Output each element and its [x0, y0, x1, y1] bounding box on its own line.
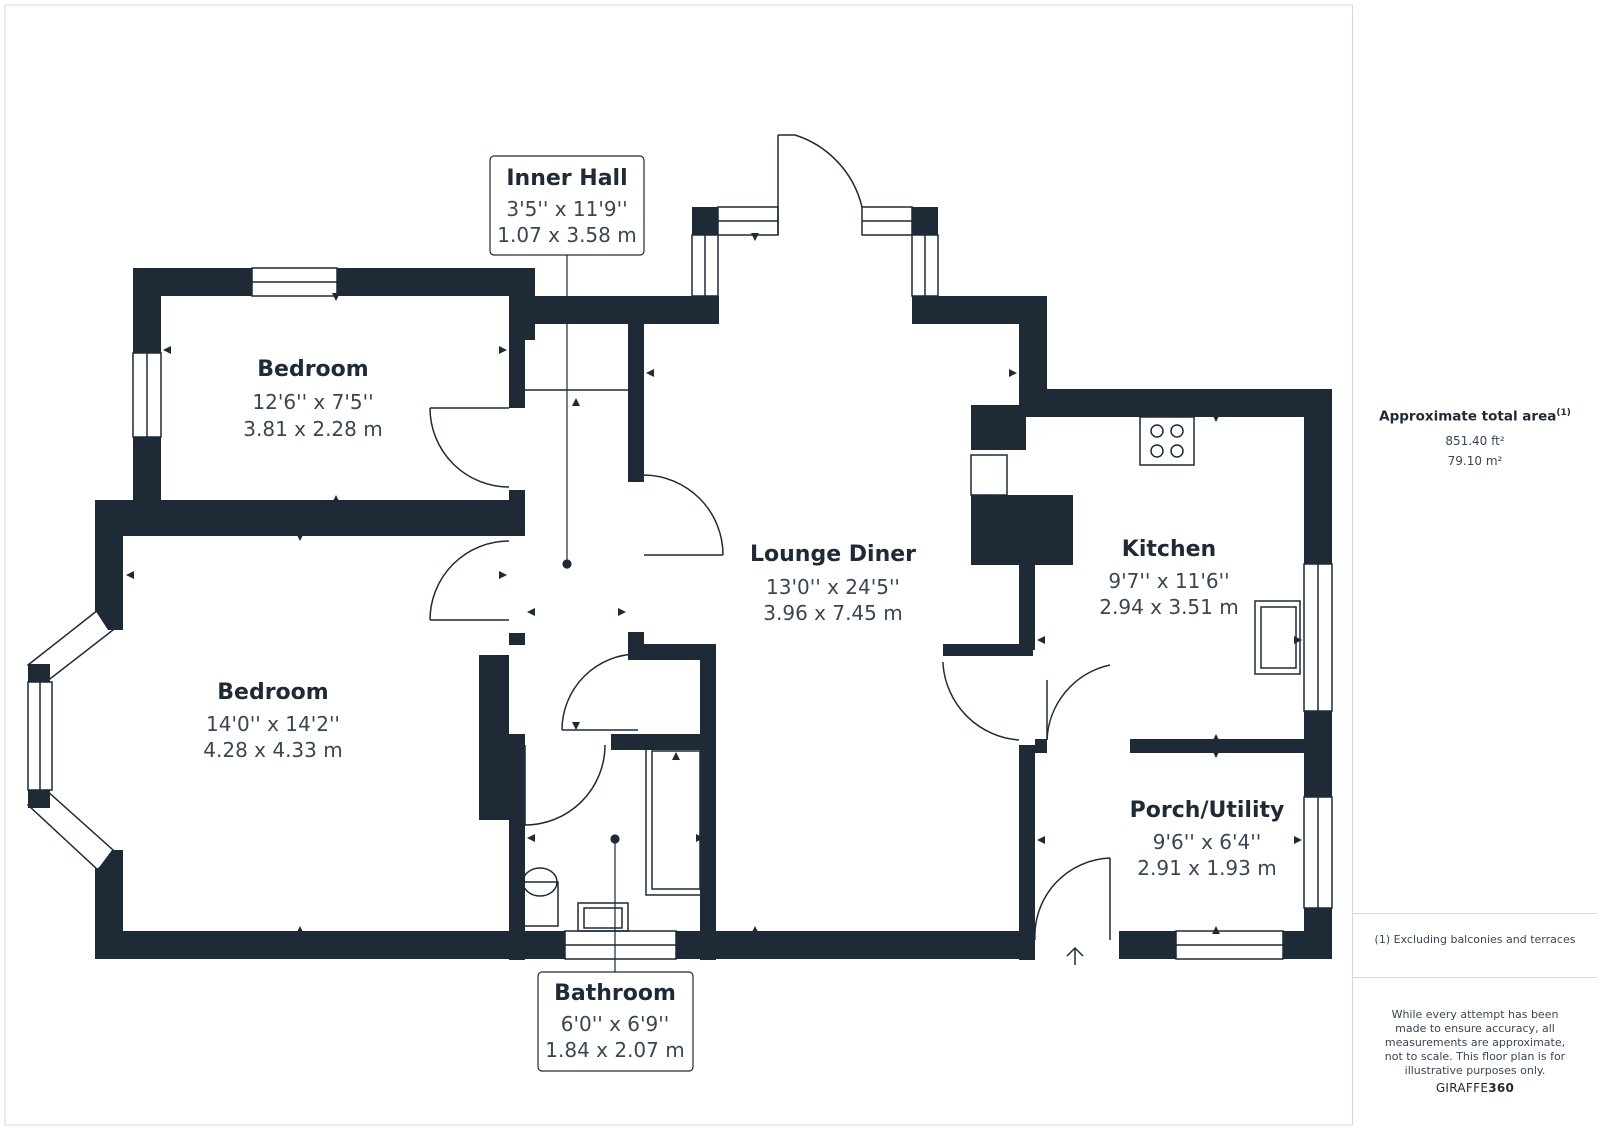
floor-plan: Inner Hall 3'5'' x 11'9'' 1.07 x 3.58 m … [4, 4, 1352, 1126]
windows [26, 206, 1333, 960]
leader-lines [562, 255, 620, 972]
dimension-markers [126, 233, 1302, 934]
room-name: Bedroom [257, 357, 368, 382]
room-metric: 1.84 x 2.07 m [545, 1038, 684, 1062]
room-imperial: 13'0'' x 24'5'' [766, 575, 900, 599]
info-panel: Approximate total area(1) 851.40 ft² 79.… [1352, 5, 1597, 1125]
room-imperial: 14'0'' x 14'2'' [206, 712, 340, 736]
total-area-ft: 851.40 ft² [1445, 433, 1505, 448]
brand-logo: GIRAFFE360 [1353, 1081, 1597, 1095]
room-metric: 3.96 x 7.45 m [763, 601, 902, 625]
label-porch-utility: Porch/Utility 9'6'' x 6'4'' 2.91 x 1.93 … [1130, 798, 1285, 880]
divider [1353, 977, 1597, 978]
disclaimer: While every attempt has been made to ens… [1384, 1008, 1566, 1077]
brand-text: GIRAFFE [1435, 1081, 1489, 1095]
room-imperial: 12'6'' x 7'5'' [252, 390, 373, 414]
bay-corners [28, 610, 123, 870]
total-area-m: 79.10 m² [1447, 453, 1503, 468]
room-metric: 2.94 x 3.51 m [1099, 595, 1238, 619]
total-area-title-text: Approximate total area [1379, 408, 1557, 425]
room-name: Kitchen [1122, 537, 1216, 562]
walls [95, 207, 1332, 960]
fixtures [521, 416, 1301, 932]
label-bedroom-2: Bedroom 14'0'' x 14'2'' 4.28 x 4.33 m [203, 680, 342, 762]
total-area-title: Approximate total area(1) [1353, 408, 1597, 425]
room-imperial: 9'6'' x 6'4'' [1153, 830, 1261, 854]
room-name: Lounge Diner [750, 542, 916, 567]
brand-text-bold: 360 [1488, 1081, 1515, 1095]
room-metric: 1.07 x 3.58 m [497, 223, 636, 247]
label-bedroom-1: Bedroom 12'6'' x 7'5'' 3.81 x 2.28 m [243, 357, 382, 441]
footnote: (1) Excluding balconies and terraces [1374, 933, 1576, 946]
room-imperial: 6'0'' x 6'9'' [561, 1012, 669, 1036]
room-name: Inner Hall [506, 166, 627, 191]
divider [1353, 913, 1597, 914]
label-lounge-diner: Lounge Diner 13'0'' x 24'5'' 3.96 x 7.45… [750, 542, 916, 625]
room-imperial: 9'7'' x 11'6'' [1108, 569, 1229, 593]
label-bathroom: Bathroom 6'0'' x 6'9'' 1.84 x 2.07 m [537, 971, 694, 1072]
total-area-note-marker: (1) [1556, 408, 1571, 418]
total-area: Approximate total area(1) 851.40 ft² 79.… [1353, 408, 1597, 468]
room-imperial: 3'5'' x 11'9'' [506, 197, 627, 221]
doors [429, 134, 1111, 965]
room-name: Porch/Utility [1130, 798, 1285, 823]
room-name: Bathroom [554, 981, 676, 1006]
room-metric: 3.81 x 2.28 m [243, 417, 382, 441]
room-name: Bedroom [217, 680, 328, 705]
room-metric: 2.91 x 1.93 m [1137, 856, 1276, 880]
label-kitchen: Kitchen 9'7'' x 11'6'' 2.94 x 3.51 m [1099, 537, 1238, 619]
label-inner-hall: Inner Hall 3'5'' x 11'9'' 1.07 x 3.58 m [489, 155, 645, 256]
room-metric: 4.28 x 4.33 m [203, 738, 342, 762]
